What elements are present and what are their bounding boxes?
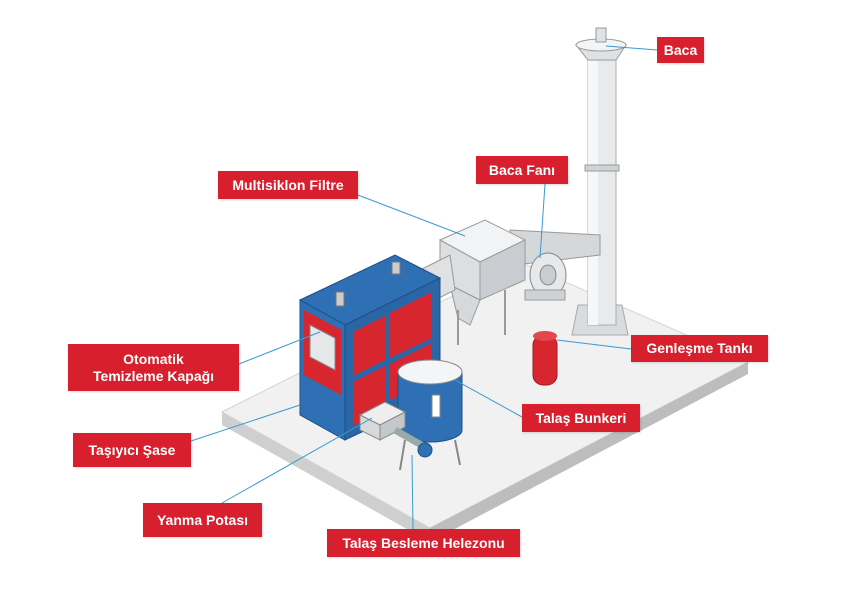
chimney: [571, 27, 629, 336]
label-genlesme-tanki: Genleşme Tankı: [631, 335, 768, 362]
label-tasiyici-sase: Taşıyıcı Şase: [73, 433, 191, 467]
expansion-tank: [532, 331, 558, 386]
label-talas-besleme-helezonu: Talaş Besleme Helezonu: [327, 529, 520, 557]
label-baca: Baca: [657, 37, 704, 63]
label-otomatik-temizleme-kapagi: Otomatik Temizleme Kapağı: [68, 344, 239, 391]
sawdust-bunker: [397, 359, 463, 471]
label-talas-bunkeri: Talaş Bunkeri: [522, 404, 640, 432]
label-yanma-potasi: Yanma Potası: [143, 503, 262, 537]
label-baca-fani: Baca Fanı: [476, 156, 568, 184]
label-multisiklon-filtre: Multisiklon Filtre: [218, 171, 358, 199]
burner-and-screw: [358, 401, 433, 458]
leader-lines: [190, 45, 658, 530]
